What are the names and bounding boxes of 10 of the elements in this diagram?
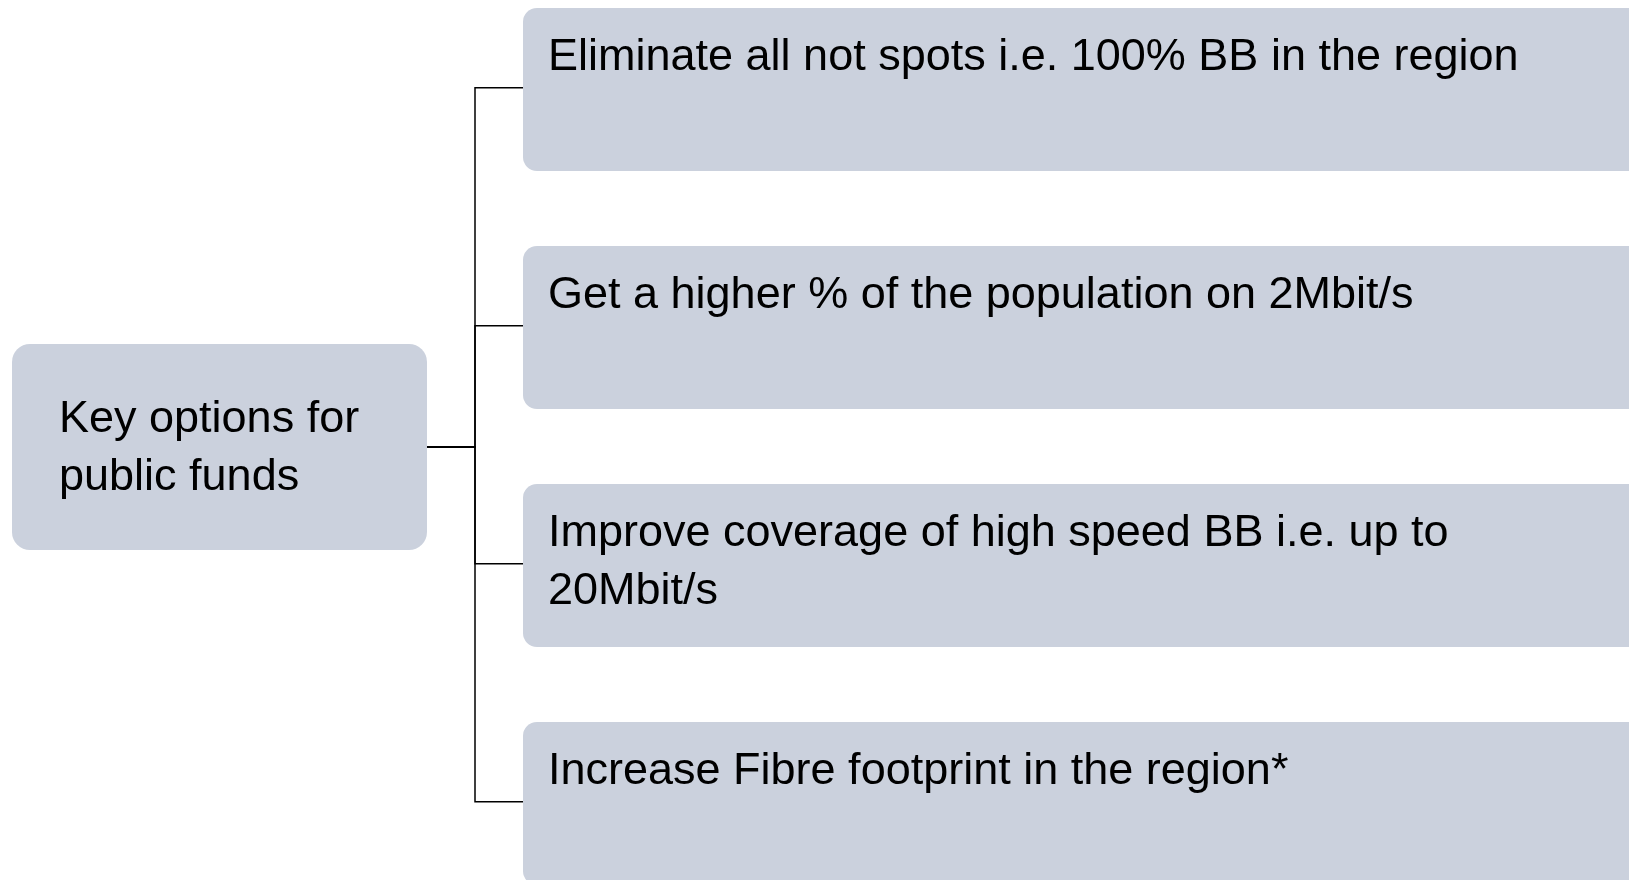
box-text: Increase Fibre footprint in the region* <box>548 742 1290 796</box>
box-text: Eliminate all not spots i.e. 100% BB in the region <box>548 28 1520 82</box>
option-box <box>523 722 1629 880</box>
option-box <box>523 8 1629 171</box>
option-box <box>523 484 1629 647</box>
box-text: Improve coverage of high speed BB i.e. up to 20Mbit/s <box>548 504 1450 616</box>
box-text: Get a higher % of the population on 2Mbit/s <box>548 266 1415 320</box>
box-text: Key options for public funds <box>59 390 361 502</box>
root-box <box>12 344 427 550</box>
option-box <box>523 246 1629 409</box>
